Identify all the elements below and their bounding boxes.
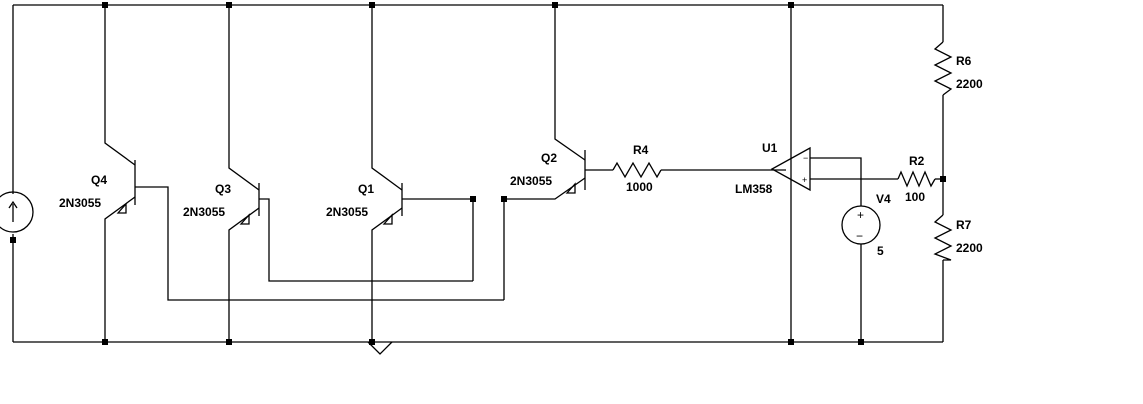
q3-collector-wire xyxy=(228,5,260,191)
r4-value-label: 1000 xyxy=(626,180,653,194)
wires xyxy=(12,4,944,343)
junction-dot xyxy=(226,2,232,8)
r4-ref-label: R4 xyxy=(633,143,649,157)
v4-value-label: 5 xyxy=(877,244,884,258)
r7-value-label: 2200 xyxy=(956,241,983,255)
u1-opamp: − + xyxy=(770,146,811,192)
q3-emitter-arrow xyxy=(239,213,250,225)
junction-dot xyxy=(501,196,507,202)
v4-voltage-source: + − xyxy=(841,205,881,245)
junctions xyxy=(10,2,946,345)
q2-collector-wire xyxy=(554,5,586,161)
junction-dot xyxy=(102,339,108,345)
junction-dot xyxy=(552,2,558,8)
q3-emitter-wire xyxy=(228,207,260,342)
q2-transistor xyxy=(565,150,586,194)
u1-model-label: LM358 xyxy=(735,182,773,196)
q2-emitter-wire xyxy=(503,177,586,300)
junction-dot xyxy=(226,339,232,345)
u1-ref-label: U1 xyxy=(762,141,778,155)
q2-ref-label: Q2 xyxy=(541,151,557,165)
q1-collector-wire xyxy=(371,5,403,191)
current-source-symbol xyxy=(0,191,34,233)
r2-value-label: 100 xyxy=(905,190,925,204)
r6-resistor xyxy=(933,41,953,96)
opamp-inverting-wire xyxy=(810,157,862,206)
r7-ref-label: R7 xyxy=(956,218,972,232)
q3-transistor xyxy=(239,183,260,225)
junction-dot xyxy=(369,339,375,345)
q2-model-label: 2N3055 xyxy=(510,174,552,188)
r4-resistor xyxy=(612,161,662,179)
ground-symbol xyxy=(367,341,393,355)
junction-dot xyxy=(788,339,794,345)
q4-emitter-arrow xyxy=(116,202,127,214)
r6-value-label: 2200 xyxy=(956,77,983,91)
v4-minus-sign: − xyxy=(856,229,863,243)
u1-plus-sign: + xyxy=(802,175,807,185)
junction-dot xyxy=(788,2,794,8)
junction-dot xyxy=(940,176,946,182)
q4-model-label: 2N3055 xyxy=(59,196,101,210)
r2-ref-label: R2 xyxy=(909,154,925,168)
q4-ref-label: Q4 xyxy=(91,173,107,187)
v4-ref-label: V4 xyxy=(876,192,891,206)
q3-ref-label: Q3 xyxy=(215,182,231,196)
junction-dot xyxy=(858,339,864,345)
r7-resistor xyxy=(933,214,953,261)
r6-ref-label: R6 xyxy=(956,54,972,68)
junction-dot xyxy=(10,237,16,243)
q4-transistor xyxy=(116,160,136,214)
q1-transistor xyxy=(382,183,403,225)
v4-plus-sign: + xyxy=(857,208,864,222)
junction-dot xyxy=(470,196,476,202)
q1-ref-label: Q1 xyxy=(358,182,374,196)
q4-emitter-wire xyxy=(104,196,136,342)
r2-resistor xyxy=(897,170,936,188)
junction-dot xyxy=(102,2,108,8)
q3-base-wire xyxy=(259,198,473,282)
q1-model-label: 2N3055 xyxy=(326,205,368,219)
q3-model-label: 2N3055 xyxy=(183,205,225,219)
u1-minus-sign: − xyxy=(803,153,808,163)
q2-emitter-arrow xyxy=(565,182,576,194)
q1-emitter-wire xyxy=(371,207,403,342)
q1-base-wire xyxy=(402,198,474,281)
q1-emitter-arrow xyxy=(382,213,393,225)
junction-dot xyxy=(369,2,375,8)
q4-base-wire xyxy=(135,186,504,301)
q4-collector-wire xyxy=(104,5,136,166)
